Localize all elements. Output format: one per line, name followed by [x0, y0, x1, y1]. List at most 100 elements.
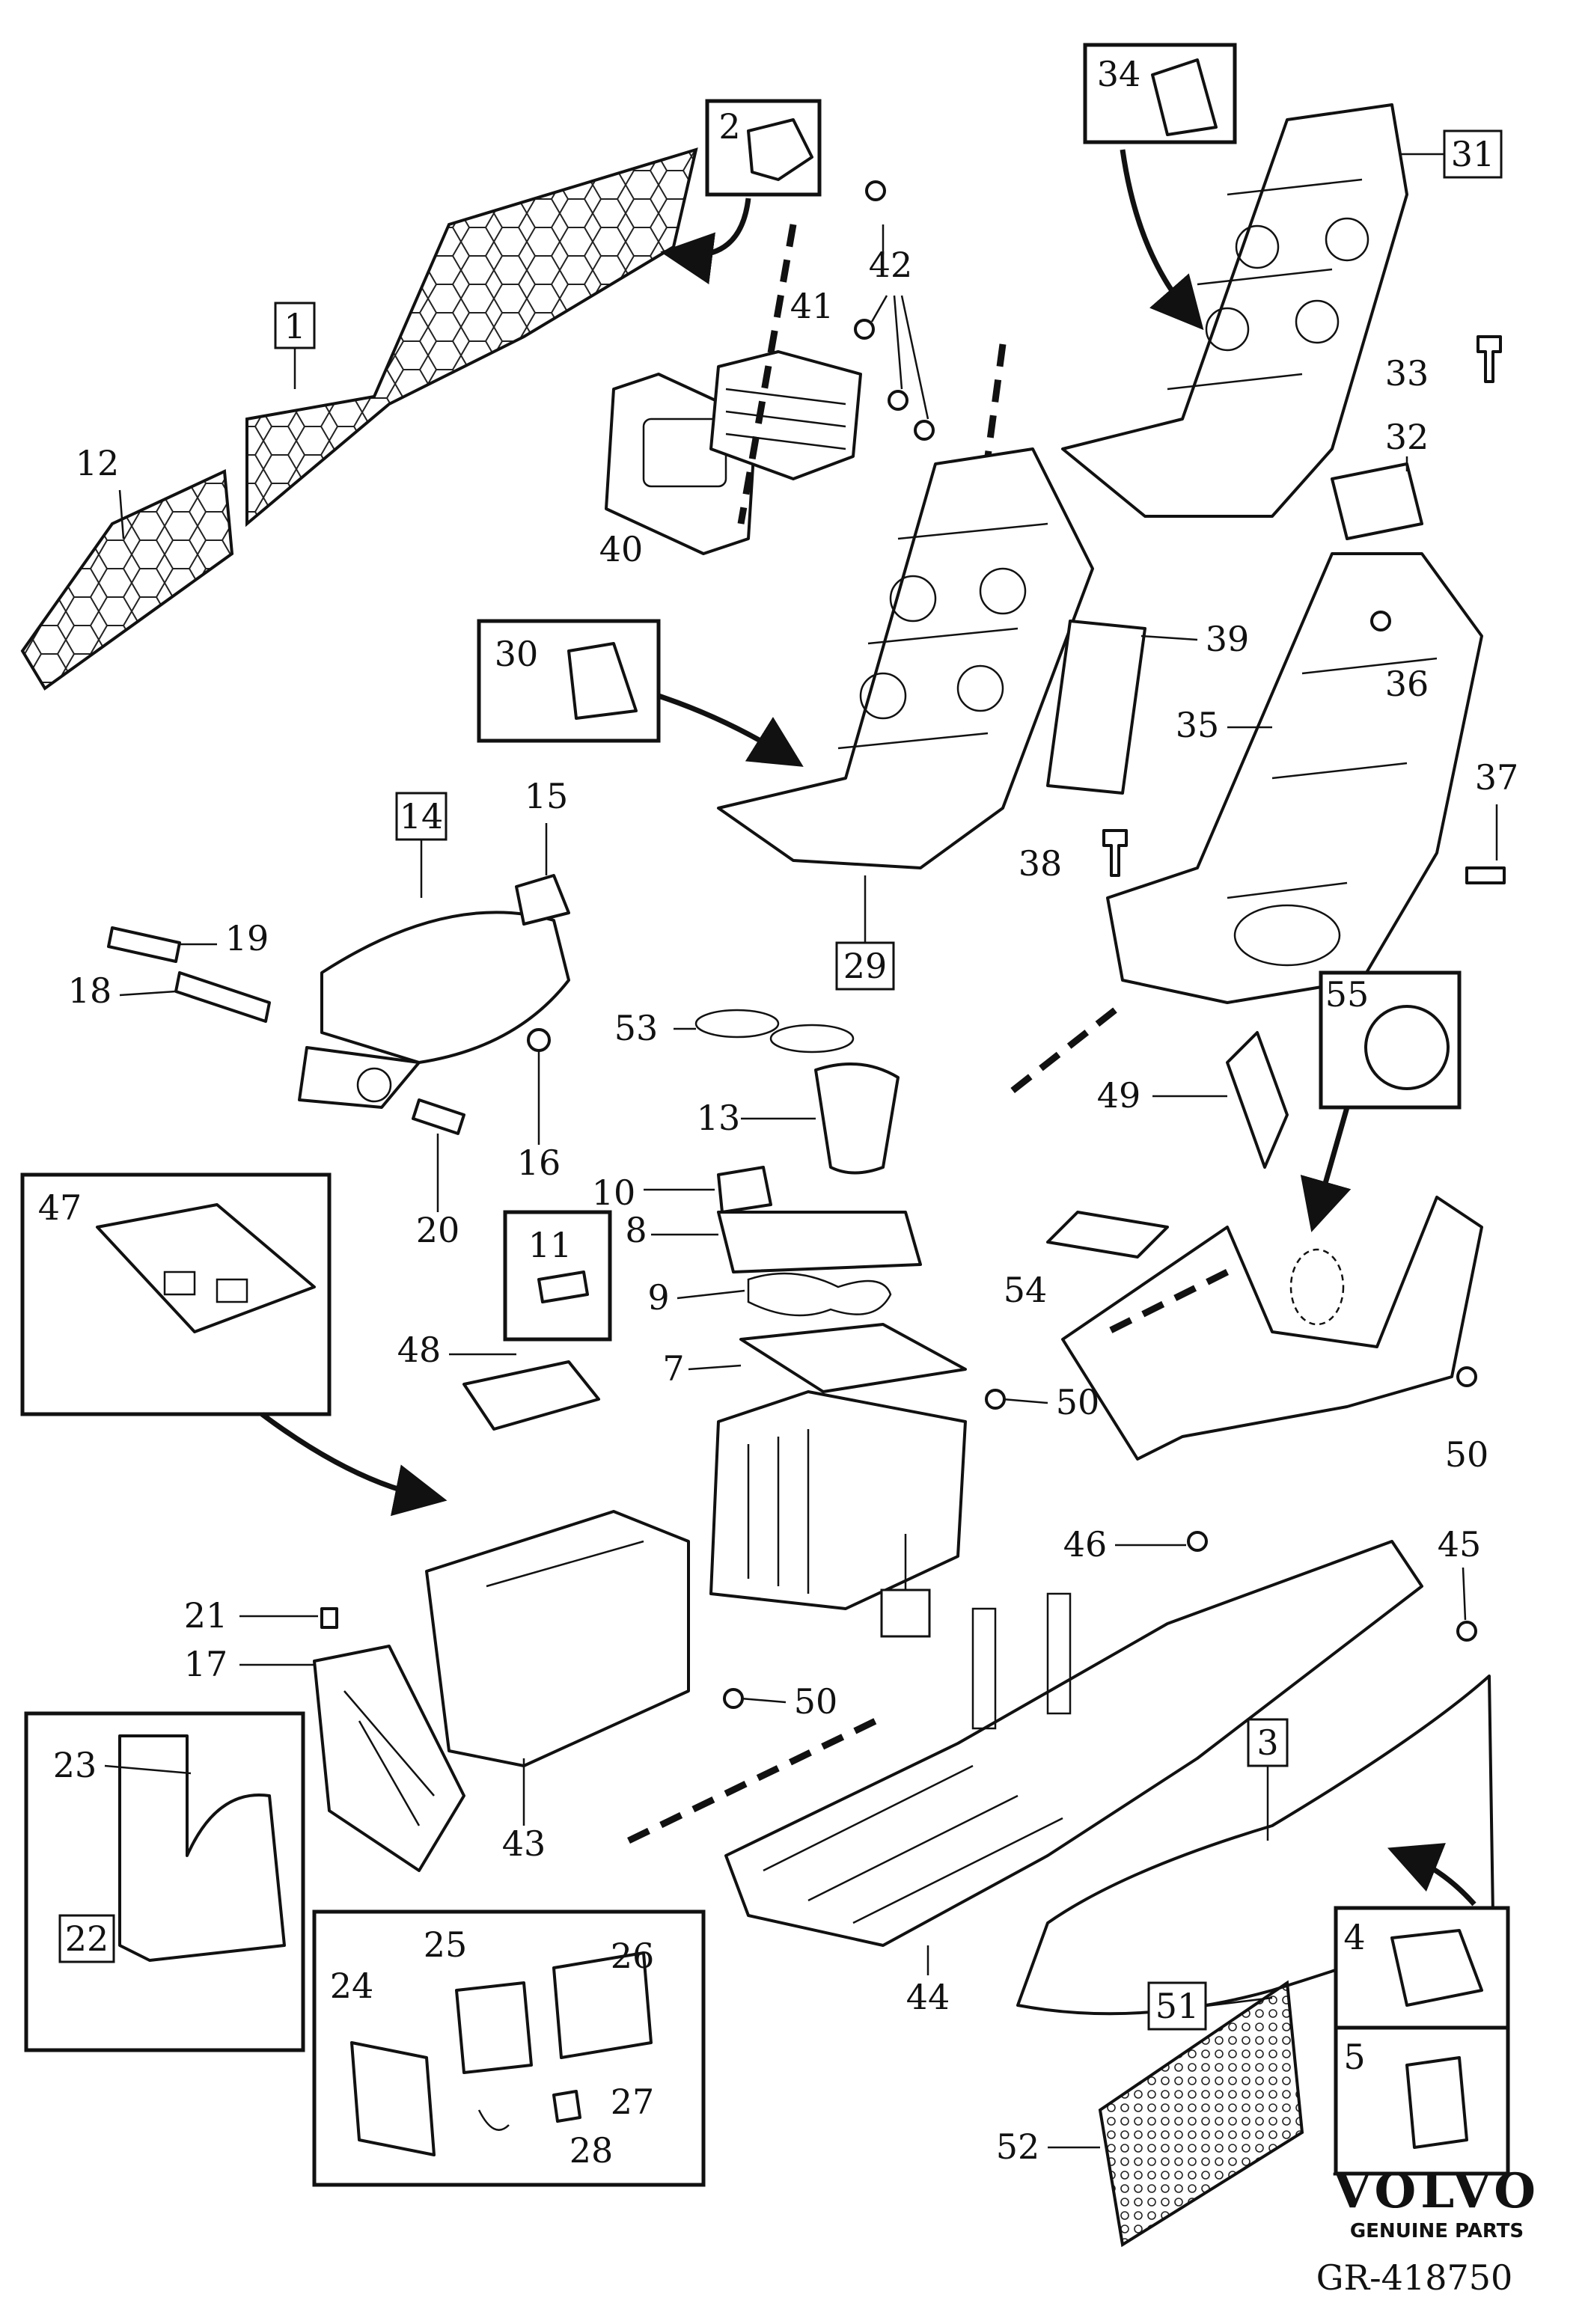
- svg-text:36: 36: [1385, 664, 1429, 704]
- part-46-screw: 46: [1063, 1524, 1208, 1565]
- part-31-console-frame: [1061, 103, 1408, 518]
- svg-text:46: 46: [1063, 1524, 1108, 1565]
- part-54-lid: 54: [1004, 1211, 1169, 1310]
- svg-text:53: 53: [614, 1008, 659, 1048]
- svg-text:37: 37: [1475, 757, 1519, 798]
- inset-55-cap: 55: [1300, 970, 1462, 1232]
- svg-text:17: 17: [184, 1644, 228, 1684]
- part-43-console-side-panel: 43: [425, 1510, 690, 1864]
- svg-text:14: 14: [400, 796, 444, 837]
- label-31: 31: [1399, 129, 1503, 179]
- part-39-frame-insert: 39: [1046, 619, 1250, 795]
- svg-text:39: 39: [1206, 619, 1250, 659]
- inset-24-28-ashtray: 24 25 26 27 28: [312, 1909, 706, 2187]
- svg-text:50: 50: [794, 1681, 838, 1722]
- svg-text:54: 54: [1004, 1270, 1048, 1310]
- part-6-storage-box: 6: [709, 1390, 967, 1638]
- label-3: 3: [1247, 1718, 1289, 1841]
- svg-text:49: 49: [1097, 1075, 1141, 1116]
- svg-text:9: 9: [647, 1277, 669, 1318]
- svg-text:47: 47: [38, 1187, 82, 1228]
- svg-text:38: 38: [1019, 843, 1063, 884]
- svg-text:26: 26: [611, 1936, 655, 1976]
- part-50-screw-upper: 50: [985, 1382, 1099, 1422]
- svg-text:25: 25: [424, 1924, 468, 1965]
- inset-34-clip: 34: [1083, 43, 1237, 331]
- part-38-screw: 38: [1019, 829, 1128, 884]
- part-33-screw: 33: [1385, 335, 1502, 394]
- part-8-gasket-plate: 8: [625, 1210, 922, 1273]
- svg-text:42: 42: [869, 245, 913, 285]
- dash-guide-54: [1105, 1268, 1230, 1336]
- svg-text:48: 48: [397, 1330, 442, 1370]
- svg-text:29: 29: [843, 946, 888, 986]
- svg-text:3: 3: [1256, 1722, 1278, 1763]
- svg-text:VOLVO: VOLVO: [1333, 2163, 1540, 2219]
- svg-text:30: 30: [495, 634, 539, 674]
- part-42-screws: [854, 180, 935, 441]
- dash-guide-43: [627, 1717, 877, 1844]
- svg-text:35: 35: [1176, 705, 1220, 745]
- svg-text:52: 52: [996, 2126, 1040, 2167]
- inset-11-screw: 11: [503, 1210, 612, 1342]
- svg-text:44: 44: [906, 1977, 950, 2017]
- part-41-radio-bracket: [709, 350, 862, 480]
- svg-text:45: 45: [1438, 1524, 1482, 1565]
- label-40: 40: [599, 529, 644, 569]
- svg-text:8: 8: [625, 1210, 647, 1250]
- svg-text:5: 5: [1343, 2037, 1365, 2077]
- svg-text:2: 2: [718, 106, 740, 147]
- label-41: 41: [790, 286, 834, 326]
- inset-30-clip: 30: [477, 619, 804, 767]
- part-10-clip: 10: [592, 1166, 772, 1214]
- label-1: 1: [274, 302, 316, 389]
- svg-text:43: 43: [502, 1823, 546, 1864]
- part-16-screw: 16: [517, 1028, 561, 1183]
- label-12: 12: [76, 443, 125, 539]
- part-44-console-base: 44: [724, 1540, 1423, 2017]
- part-7-tray-mat: 7: [662, 1323, 967, 1393]
- inset-47-panel: 47: [20, 1172, 448, 1517]
- part-20-bushing: 20: [412, 1098, 465, 1250]
- part-50-screw-lower: 50: [1445, 1366, 1488, 1475]
- svg-text:19: 19: [225, 918, 269, 958]
- svg-text:23: 23: [53, 1745, 97, 1785]
- part-rear-console-cover: [1061, 1196, 1483, 1461]
- svg-text:1: 1: [284, 306, 305, 346]
- part-17-hinge-bracket: 17: [184, 1644, 465, 1872]
- svg-text:11: 11: [528, 1225, 572, 1265]
- diagram-reference: GR-418750: [1316, 2257, 1513, 2298]
- svg-text:33: 33: [1385, 353, 1429, 394]
- svg-text:41: 41: [790, 286, 834, 326]
- svg-text:16: 16: [517, 1143, 561, 1183]
- svg-text:51: 51: [1155, 1986, 1200, 2026]
- svg-text:20: 20: [416, 1210, 460, 1250]
- svg-text:31: 31: [1451, 134, 1495, 174]
- dash-guide-42: [737, 224, 797, 525]
- part-18-pin: 18: [68, 970, 271, 1023]
- svg-text:34: 34: [1097, 54, 1141, 94]
- part-9-seal: 9: [647, 1272, 892, 1318]
- svg-text:GR-418750: GR-418750: [1316, 2257, 1513, 2298]
- label-35: 35: [1176, 705, 1272, 745]
- part-49-bracket: 49: [1097, 1031, 1289, 1169]
- inset-2-clip: 2: [660, 99, 822, 284]
- svg-text:28: 28: [569, 2130, 614, 2171]
- label-52: 52: [996, 2126, 1100, 2167]
- part-29-console-frame: [717, 447, 1094, 869]
- part-14-armrest-lid: [298, 911, 570, 1109]
- svg-text:32: 32: [1385, 417, 1429, 457]
- part-53-ring: 53: [614, 1008, 855, 1054]
- part-36-screw: 36: [1370, 611, 1429, 704]
- part-21-clip: 21: [184, 1595, 338, 1636]
- label-29: 29: [835, 875, 895, 991]
- svg-text:12: 12: [76, 443, 120, 483]
- svg-text:24: 24: [330, 1966, 374, 2006]
- inset-22-cover: 23 22: [24, 1711, 305, 2052]
- svg-text:40: 40: [599, 529, 644, 569]
- svg-text:27: 27: [611, 2082, 655, 2122]
- part-45-screw: 45: [1438, 1524, 1482, 1642]
- svg-text:21: 21: [184, 1595, 228, 1636]
- volvo-logo: VOLVO GENUINE PARTS: [1333, 2163, 1540, 2242]
